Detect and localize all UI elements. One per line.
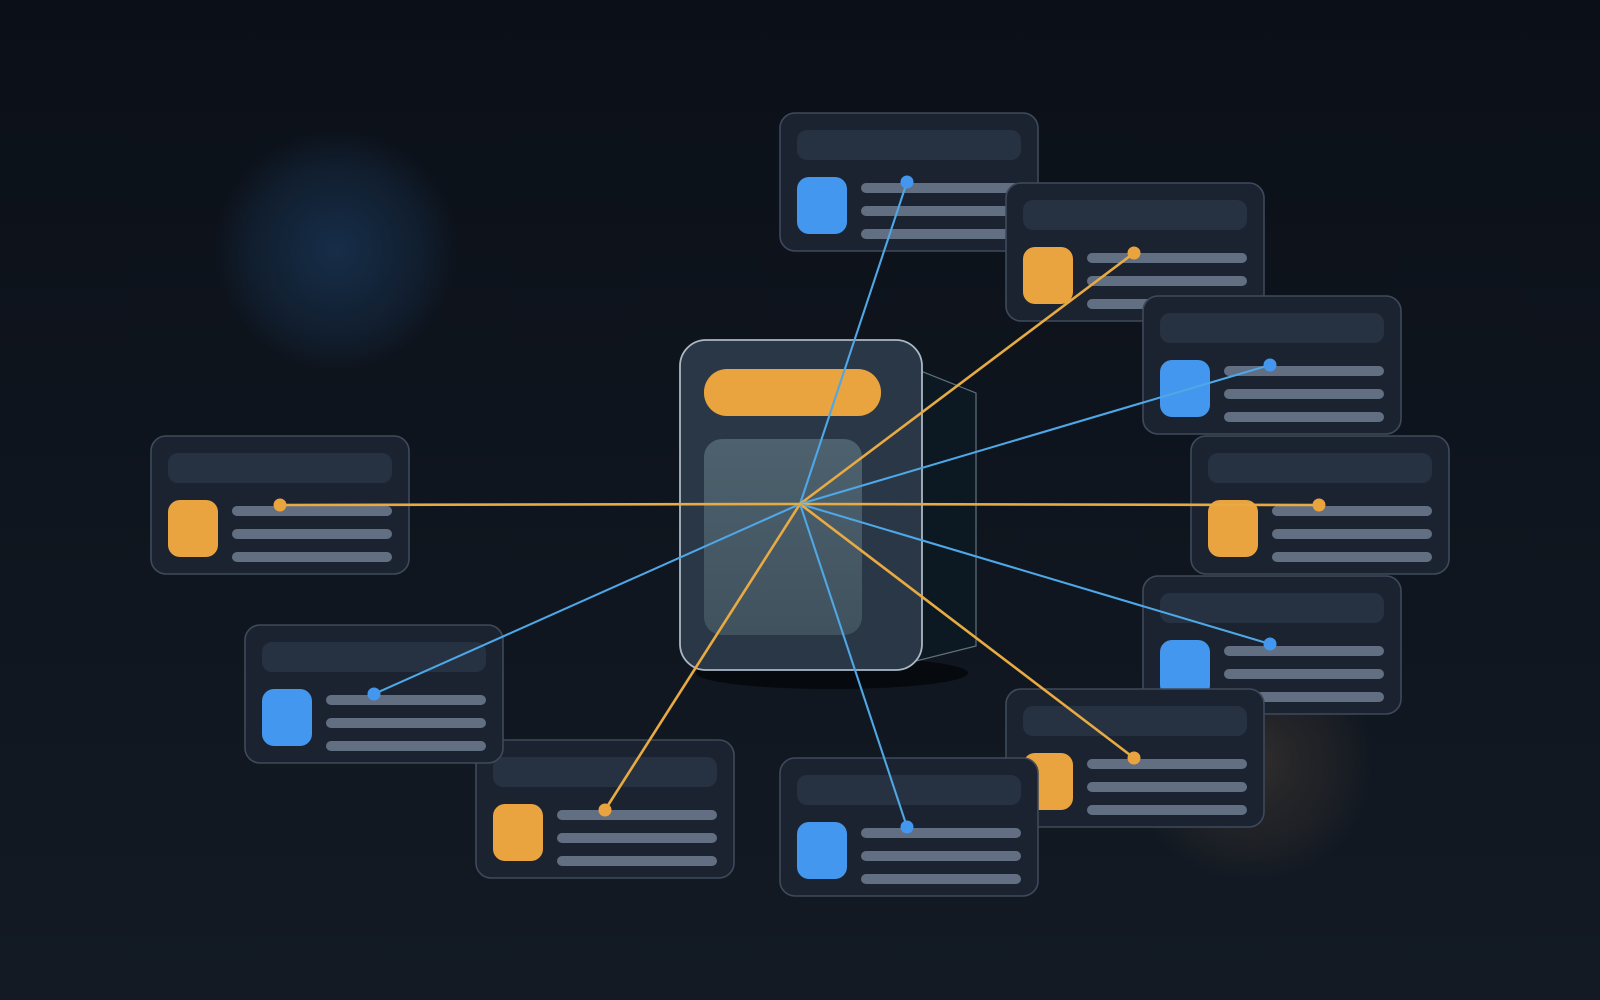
central-server[interactable]: [679, 339, 977, 689]
connection-endpoint-left: [273, 498, 287, 512]
node-card-line-1: [232, 506, 392, 516]
blue-square-icon: [1160, 360, 1210, 417]
connection-endpoint-bottom-left: [598, 803, 612, 817]
blue-square-icon: [797, 177, 847, 234]
node-card-title-bar: [262, 642, 486, 672]
blue-glow-circle: [214, 128, 458, 372]
node-card-line-1: [861, 828, 1021, 838]
orange-square-icon: [493, 804, 543, 861]
connection-line-bottom-center: [798, 502, 909, 829]
connection-line-bottom-right: [798, 502, 1136, 760]
node-card-line-1: [1272, 506, 1432, 516]
hub-header-bar: [704, 369, 881, 416]
blue-square-icon: [1160, 640, 1210, 697]
connection-line-top-right: [798, 251, 1136, 506]
node-card-line-3: [1087, 805, 1247, 815]
node-card-title-bar: [1023, 706, 1247, 736]
node-card-line-3: [326, 741, 486, 751]
connection-endpoint-right: [1312, 498, 1326, 512]
node-card-line-1: [1087, 759, 1247, 769]
node-card-title-bar: [1208, 453, 1432, 483]
orange-square-icon: [1208, 500, 1258, 557]
connection-line-right: [798, 502, 1321, 507]
node-card-line-2: [861, 206, 1021, 216]
node-card-line-3: [232, 552, 392, 562]
connection-endpoint-top-center: [900, 175, 914, 189]
connection-line-bottom-left: [603, 502, 802, 812]
node-card-line-1: [557, 810, 717, 820]
node-card-line-2: [861, 851, 1021, 861]
node-card-line-1: [1224, 646, 1384, 656]
node-card-title-bar: [1023, 200, 1247, 230]
node-card-line-1: [861, 183, 1021, 193]
node-card-line-2: [1224, 669, 1384, 679]
node-card-line-1: [1087, 253, 1247, 263]
connection-line-lower-right: [798, 502, 1272, 646]
node-card-line-3: [861, 229, 1021, 239]
node-card-title-bar: [1160, 593, 1384, 623]
node-card-title-bar: [493, 757, 717, 787]
central-server-layer: [679, 339, 977, 689]
node-card-title-bar: [1160, 313, 1384, 343]
connection-endpoint-bottom-right: [1127, 751, 1141, 765]
node-card-line-3: [1272, 552, 1432, 562]
node-card-line-3: [861, 874, 1021, 884]
blue-square-icon: [262, 689, 312, 746]
node-card-line-2: [1087, 782, 1247, 792]
node-card-line-2: [232, 529, 392, 539]
orange-square-icon: [168, 500, 218, 557]
connection-endpoint-lower-right: [1263, 637, 1277, 651]
connection-line-upper-right: [798, 363, 1272, 506]
node-card-line-2: [326, 718, 486, 728]
orange-square-icon: [1023, 247, 1073, 304]
node-card-line-2: [1224, 389, 1384, 399]
node-card-title-bar: [168, 453, 392, 483]
node-card-line-1: [1224, 366, 1384, 376]
node-card-line-2: [1087, 276, 1247, 286]
node-card-title-bar: [797, 775, 1021, 805]
connection-line-left: [278, 502, 802, 507]
connection-line-lower-left: [372, 502, 802, 696]
connection-endpoint-lower-left: [367, 687, 381, 701]
connection-endpoint-top-right: [1127, 246, 1141, 260]
node-card-title-bar: [797, 130, 1021, 160]
node-card-line-2: [1272, 529, 1432, 539]
node-card-line-3: [1224, 412, 1384, 422]
node-card-line-3: [557, 856, 717, 866]
connection-line-top-center: [798, 180, 909, 506]
connection-endpoint-bottom-center: [900, 820, 914, 834]
connection-endpoint-upper-right: [1263, 358, 1277, 372]
blue-square-icon: [797, 822, 847, 879]
node-card-line-2: [557, 833, 717, 843]
node-card-line-1: [326, 695, 486, 705]
connections-layer: [273, 175, 1326, 834]
